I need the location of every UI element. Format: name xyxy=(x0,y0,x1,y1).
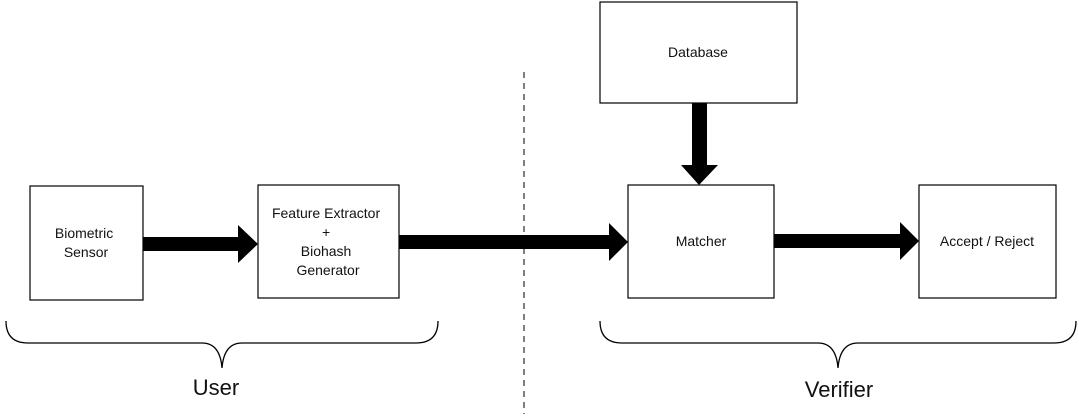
accept-reject-label: Accept / Reject xyxy=(940,233,1034,249)
feature-extractor-label: Feature Extractor + Biohash Generator xyxy=(272,205,384,278)
accept-reject-label-line-1: Accept / Reject xyxy=(940,233,1034,249)
database-label: Database xyxy=(668,44,728,60)
matcher-label-line-1: Matcher xyxy=(676,233,727,249)
verifier-group-label: Verifier xyxy=(805,377,873,402)
feature-extractor-label-line-3: Biohash xyxy=(301,243,352,259)
user-brace xyxy=(5,320,439,369)
feature-extractor-label-line-1: Feature Extractor xyxy=(272,205,380,221)
arrow-matcher-to-decision xyxy=(774,222,919,260)
biometric-sensor-label-line-1: Biometric xyxy=(55,225,113,241)
feature-extractor-label-line-2: + xyxy=(322,224,330,240)
arrow-extractor-to-matcher xyxy=(399,223,628,261)
matcher-box xyxy=(627,184,775,299)
feature-extractor-label-line-4: Generator xyxy=(296,262,359,278)
arrow-sensor-to-extractor xyxy=(143,225,258,263)
database-label-line-1: Database xyxy=(668,44,728,60)
arrow-database-to-matcher xyxy=(681,103,718,185)
biometric-sensor-box xyxy=(29,185,144,301)
feature-extractor-box xyxy=(257,184,400,299)
biometric-sensor-label: Biometric Sensor xyxy=(55,225,117,260)
verifier-brace xyxy=(599,320,1077,369)
matcher-label: Matcher xyxy=(676,233,727,249)
biometric-sensor-label-line-2: Sensor xyxy=(64,244,109,260)
user-group-label: User xyxy=(193,375,239,400)
accept-reject-box xyxy=(918,184,1057,299)
